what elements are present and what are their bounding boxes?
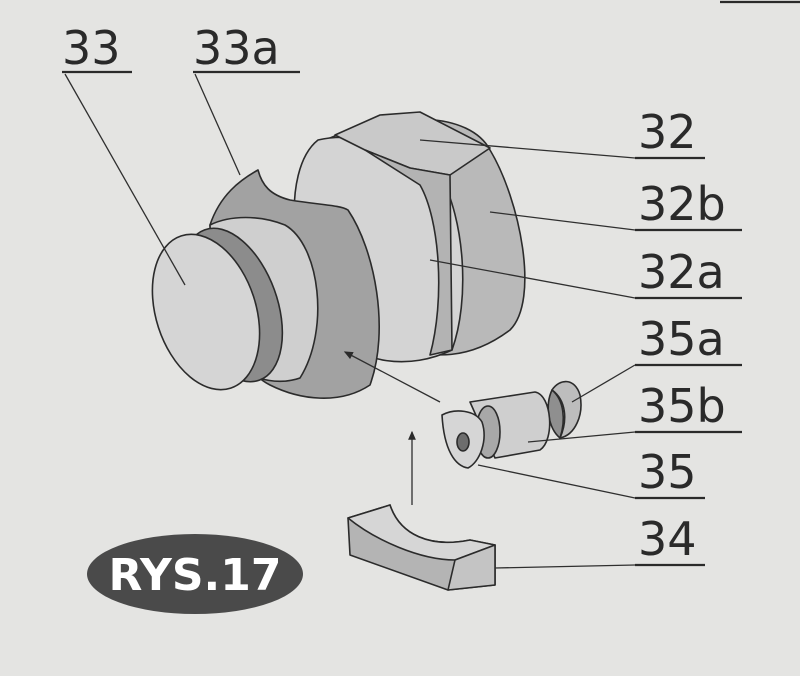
part-35-pivot: [441, 380, 582, 469]
leader-35b: [527, 431, 636, 443]
label-32a: 32a: [638, 245, 725, 299]
leader-33a: [194, 73, 241, 176]
leader-35a: [571, 364, 636, 403]
drum-side-shade: [364, 149, 453, 356]
part-labels: 33 33a 32 32b 32a 35a 35b 35 34: [62, 21, 742, 567]
leader-lines: [64, 73, 636, 569]
part-32-drum: [293, 111, 526, 363]
pivot-crescent-35a: [551, 380, 582, 439]
leader-32a: [429, 259, 636, 299]
label-33a: 33a: [193, 21, 280, 75]
label-34: 34: [638, 512, 697, 566]
leader-32: [419, 139, 636, 159]
cradle-top: [347, 504, 496, 561]
figure-badge: RYS.17: [87, 534, 303, 614]
figure-badge-bg: [87, 534, 303, 614]
leader-35: [477, 464, 636, 499]
label-35: 35: [638, 445, 697, 499]
part-34-cradle: [347, 504, 496, 591]
part-33-cap: [151, 227, 284, 391]
label-35b: 35b: [638, 379, 726, 433]
figure-title: RYS.17: [109, 550, 282, 601]
label-32b: 32b: [638, 177, 726, 231]
label-35a: 35a: [638, 312, 725, 366]
cap-face: [151, 233, 261, 391]
cradle-end: [447, 544, 496, 591]
leader-32b: [489, 211, 636, 231]
label-32: 32: [638, 105, 697, 159]
leader-34: [494, 564, 636, 569]
pivot-hole: [456, 432, 470, 452]
leader-33: [64, 73, 186, 286]
pivot-crescent-35a-shade: [547, 389, 565, 439]
label-33: 33: [62, 21, 121, 75]
assembly-arrow-upper: [343, 351, 441, 403]
